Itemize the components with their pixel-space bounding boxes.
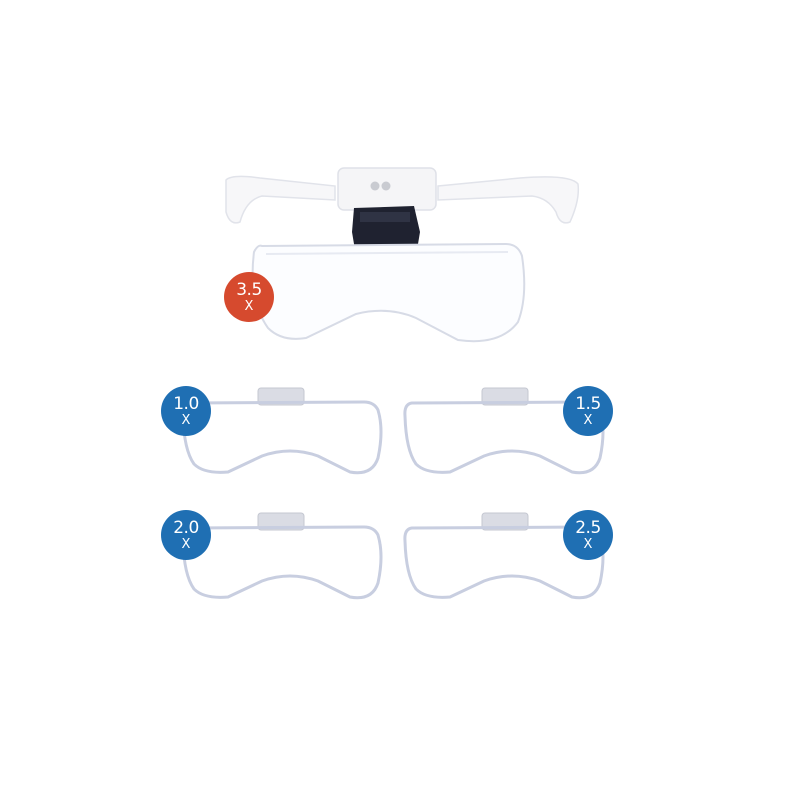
lens-2-0 [181,512,383,600]
magnification-badge-main: 3.5 X [224,272,274,322]
headband-magnifier [225,167,580,343]
magnification-badge-2-5: 2.5 X [563,510,613,560]
led-light [370,181,380,191]
lens-1-0 [181,387,383,475]
magnification-badge-1-0: 1.0 X [161,386,211,436]
lens-clip [257,512,305,531]
magnification-unit: X [583,536,593,552]
lens-shine [265,251,509,255]
magnification-value: 1.5 [575,393,601,414]
lens-clip [257,387,305,406]
led-light [381,181,391,191]
magnification-value: 2.5 [575,517,601,538]
lens-outline [181,400,383,475]
magnification-unit: X [244,298,254,314]
magnification-unit: X [583,412,593,428]
headband-frame [225,175,336,224]
hinge-detail [360,212,410,222]
headband-frame-right [437,176,580,224]
lens-set [181,387,605,600]
lens-clip [481,512,529,531]
magnification-unit: X [181,536,191,552]
magnification-badge-2-0: 2.0 X [161,510,211,560]
magnification-value: 1.0 [173,393,199,414]
magnification-value: 2.0 [173,517,199,538]
magnification-badge-1-5: 1.5 X [563,386,613,436]
magnification-value: 3.5 [236,279,262,300]
magnification-unit: X [181,412,191,428]
headband-lens [251,242,526,343]
lens-clip [481,387,529,406]
lens-outline [181,525,383,600]
